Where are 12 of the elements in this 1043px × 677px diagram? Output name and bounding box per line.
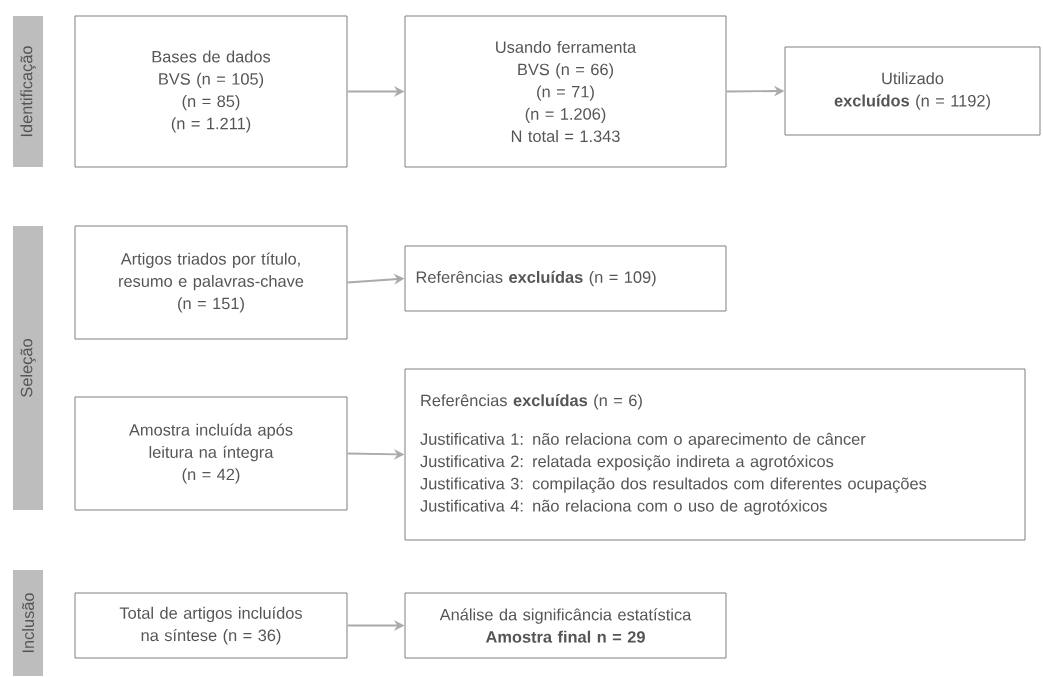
phase-band: Seleção bbox=[13, 226, 43, 510]
process-box: Referências excluídas (n = 6) Justificativa 1: não relaciona com o aparecimento de câncer Justificativa 2: relatada exposição indireta a agrotóxicos Justificativa 3: compilação dos resultados com diferentes ocupações Justificativa 4: não relaciona com o uso de agrotóxicos bbox=[404, 368, 1026, 541]
process-box: Bases de dados BVS (n = 105) (n = 85) (n = 1.211) bbox=[74, 15, 348, 168]
phase-band: Identificação bbox=[13, 16, 43, 167]
process-box: Artigos triados por título, resumo e palavras-chave (n = 151) bbox=[74, 225, 348, 340]
phase-band: Inclusão bbox=[13, 570, 43, 676]
process-box: Utilizado excluídos (n = 1192) bbox=[784, 46, 1041, 136]
process-box: Referências excluídas (n = 109) bbox=[404, 245, 727, 312]
process-box: Amostra incluída após leitura na íntegra (n = 42) bbox=[74, 396, 348, 511]
process-box: Análise da significância estatística Amostra final n = 29 bbox=[404, 592, 727, 659]
process-box: Total de artigos incluídos na síntese (n = 36) bbox=[74, 592, 348, 659]
process-box: Usando ferramenta BVS (n = 66) (n = 71) (n = 1.206) N total = 1.343 bbox=[404, 15, 727, 168]
